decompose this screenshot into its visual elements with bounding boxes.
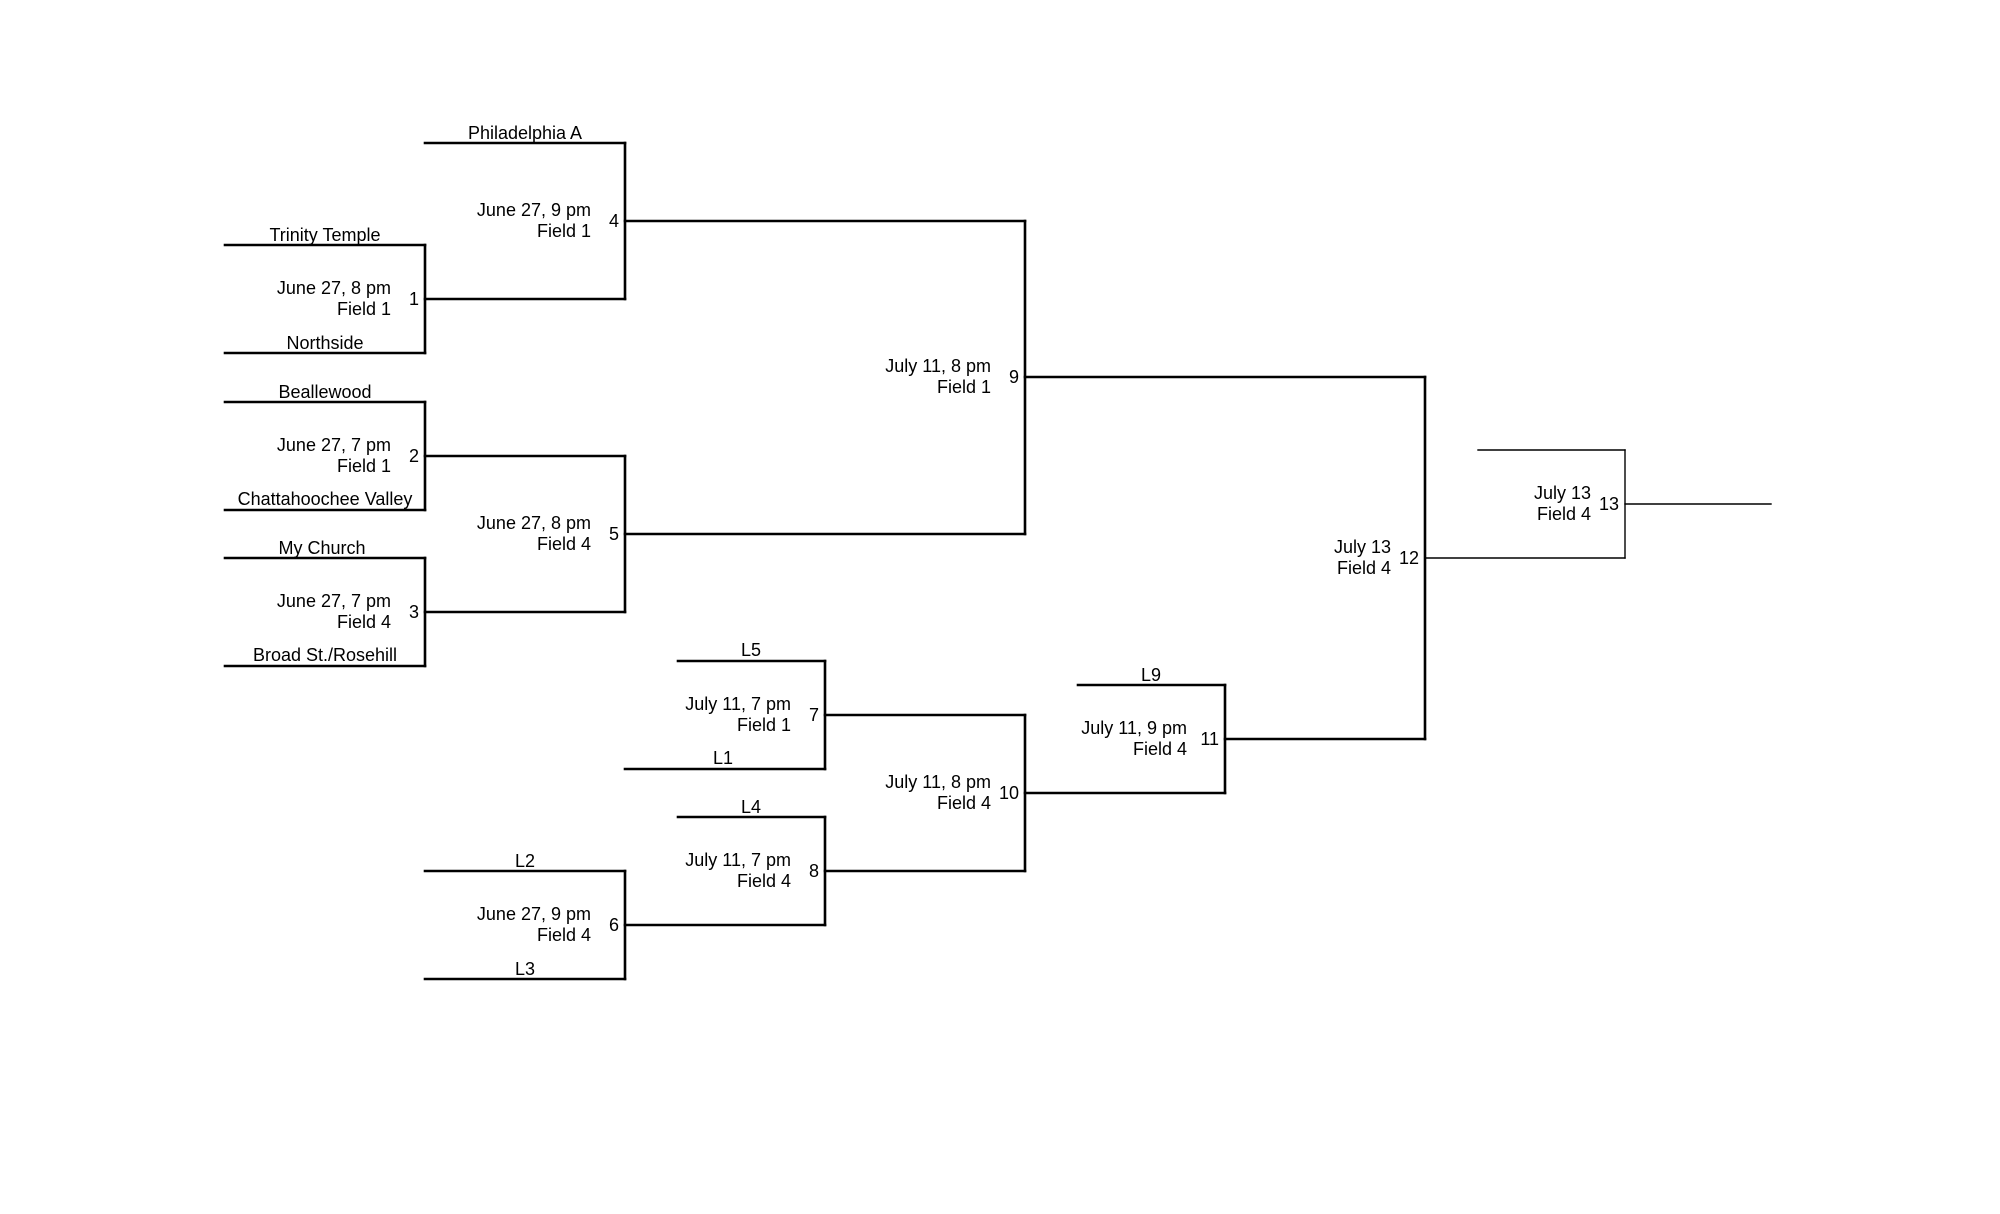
game-date: July 11, 7 pm <box>685 694 791 714</box>
game-12: July 13 Field 4 12 <box>1334 375 1626 741</box>
game-number: 13 <box>1599 494 1619 514</box>
game-number: 5 <box>609 524 619 544</box>
game-7: L5 L1 July 11, 7 pm Field 1 7 <box>623 640 1027 771</box>
game-field: Field 4 <box>1537 504 1591 524</box>
game-date: July 13 <box>1534 483 1591 503</box>
game-11: L9 July 11, 9 pm Field 4 11 <box>1076 665 1427 795</box>
game-field: Field 1 <box>937 377 991 397</box>
loser-slot-label: L5 <box>741 640 761 660</box>
game-field: Field 4 <box>537 534 591 554</box>
game-field: Field 4 <box>1337 558 1391 578</box>
team-name: My Church <box>278 538 365 558</box>
game-13: July 13 Field 4 13 <box>1477 449 1772 559</box>
game-field: Field 4 <box>937 793 991 813</box>
game-field: Field 4 <box>1133 739 1187 759</box>
game-date: July 11, 8 pm <box>885 772 991 792</box>
loser-slot-label: L3 <box>515 959 535 979</box>
game-date: June 27, 7 pm <box>277 435 391 455</box>
game-5: June 27, 8 pm Field 4 5 <box>477 454 1027 614</box>
game-field: Field 1 <box>737 715 791 735</box>
team-name: Broad St./Rosehill <box>253 645 397 665</box>
game-8: L4 July 11, 7 pm Field 4 8 <box>676 797 1027 927</box>
team-name: Chattahoochee Valley <box>238 489 413 509</box>
game-number: 9 <box>1009 367 1019 387</box>
game-date: July 11, 8 pm <box>885 356 991 376</box>
game-field: Field 4 <box>337 612 391 632</box>
game-date: June 27, 8 pm <box>477 513 591 533</box>
team-name: Trinity Temple <box>269 225 380 245</box>
game-number: 6 <box>609 915 619 935</box>
game-number: 4 <box>609 211 619 231</box>
game-field: Field 1 <box>337 299 391 319</box>
team-name: Beallewood <box>278 382 371 402</box>
game-number: 11 <box>1200 729 1219 749</box>
game-2: Beallewood Chattahoochee Valley June 27,… <box>223 382 627 512</box>
team-name: Philadelphia A <box>468 123 582 143</box>
game-number: 1 <box>409 289 419 309</box>
game-4: Philadelphia A June 27, 9 pm Field 1 4 <box>423 123 1027 301</box>
game-date: July 11, 9 pm <box>1081 718 1187 738</box>
game-6: L2 L3 June 27, 9 pm Field 4 6 <box>423 851 827 981</box>
game-date: June 27, 8 pm <box>277 278 391 298</box>
game-date: July 13 <box>1334 537 1391 557</box>
game-9: July 11, 8 pm Field 1 9 <box>885 219 1427 536</box>
game-number: 3 <box>409 602 419 622</box>
game-date: June 27, 7 pm <box>277 591 391 611</box>
game-date: June 27, 9 pm <box>477 200 591 220</box>
loser-slot-label: L4 <box>741 797 761 817</box>
game-1: Trinity Temple Northside June 27, 8 pm F… <box>223 225 627 355</box>
game-number: 2 <box>409 446 419 466</box>
loser-slot-label: L1 <box>713 748 733 768</box>
game-date: July 11, 7 pm <box>685 850 791 870</box>
game-number: 8 <box>809 861 819 881</box>
game-field: Field 1 <box>337 456 391 476</box>
game-number: 10 <box>999 783 1019 803</box>
game-field: Field 4 <box>537 925 591 945</box>
game-field: Field 4 <box>737 871 791 891</box>
game-10: July 11, 8 pm Field 4 10 <box>885 713 1227 873</box>
game-field: Field 1 <box>537 221 591 241</box>
team-name: Northside <box>286 333 363 353</box>
game-number: 12 <box>1399 548 1419 568</box>
game-date: June 27, 9 pm <box>477 904 591 924</box>
game-3: My Church Broad St./Rosehill June 27, 7 … <box>223 538 627 668</box>
loser-slot-label: L9 <box>1141 665 1161 685</box>
game-number: 7 <box>809 705 819 725</box>
loser-slot-label: L2 <box>515 851 535 871</box>
